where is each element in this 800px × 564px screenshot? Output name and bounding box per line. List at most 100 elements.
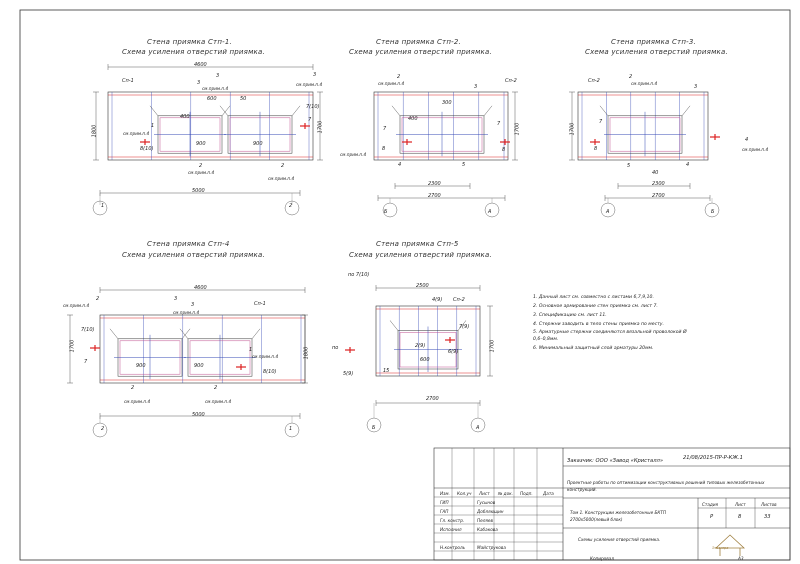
v4-pos2b: 2 bbox=[131, 385, 135, 391]
sheet-frame bbox=[19, 9, 791, 561]
diag-bar bbox=[391, 105, 401, 116]
tb-stage-h: Стадия bbox=[702, 502, 719, 507]
diag-bar bbox=[221, 105, 231, 116]
v3-dim40: 40 bbox=[652, 170, 659, 176]
tb-name-3: Кабакова bbox=[477, 527, 498, 532]
v2-seepr2: см.прим.п.4 bbox=[340, 152, 367, 157]
diag-bar bbox=[149, 105, 159, 116]
v4-axis1: 1 bbox=[289, 426, 293, 432]
v5-axisA: А bbox=[476, 425, 480, 431]
v2-seepr: см.прим.п.4 bbox=[378, 81, 405, 86]
v2-dim2700: 2700 bbox=[428, 193, 441, 199]
tb-col-podp: Подп. bbox=[520, 491, 533, 496]
v1-seepr5: см.прим.п.4 bbox=[268, 176, 295, 181]
diag-bar bbox=[457, 320, 467, 331]
tb-col-izm: Изм. bbox=[440, 491, 450, 496]
v2-axisA: А bbox=[488, 209, 492, 215]
v1-pos2: 2 bbox=[199, 163, 203, 169]
v5-sp2: Сп-2 bbox=[453, 297, 465, 303]
v4-pos7: 7 bbox=[84, 359, 88, 365]
v3-axisA: А bbox=[606, 209, 610, 215]
v4-seepr3: см.прим.п.4 bbox=[252, 354, 279, 359]
tb-sheet-h: Лист bbox=[735, 502, 746, 507]
v4-pos2: 2 bbox=[96, 296, 100, 302]
v3-dim2300: 2300 bbox=[652, 181, 665, 187]
v5-dim2500: 2500 bbox=[416, 283, 429, 289]
v5-pos5-9: 5(9) bbox=[343, 371, 354, 377]
view2-title: Стена приямка Стп-2. bbox=[376, 38, 461, 46]
v3-sp2: Сп-2 bbox=[588, 78, 600, 84]
v1-sp1: Сп-1 bbox=[122, 78, 134, 84]
v2-dim2300: 2300 bbox=[428, 181, 441, 187]
tb-sheet: 8 bbox=[738, 514, 742, 520]
v1-dim400: 400 bbox=[180, 114, 190, 120]
v2-pos3: 3 bbox=[474, 84, 478, 90]
tb-name-2: Пеляев bbox=[477, 518, 493, 523]
diag-bar bbox=[291, 105, 301, 116]
v3-pos2: 2 bbox=[629, 74, 633, 80]
v2-pos7b: 7 bbox=[497, 121, 501, 127]
v4-pos3b: 3 bbox=[191, 302, 195, 308]
v1-pos2b: 2 bbox=[281, 163, 285, 169]
v1-pos3b: 3 bbox=[216, 73, 220, 79]
note-3: 3. Спецификацию см. лист 11. bbox=[533, 313, 607, 318]
tb-copied: Копировал bbox=[590, 556, 614, 561]
v1-dim600: 600 bbox=[207, 96, 217, 102]
tb-sheetname: Схемы усиления отверстий приямка. bbox=[578, 537, 661, 542]
v3-pos4: 4 bbox=[745, 137, 749, 143]
tb-col-kol: Кол.уч bbox=[457, 491, 472, 496]
v1-seepr4: см.прим.п.4 bbox=[188, 170, 215, 175]
tb-format: А3 bbox=[738, 556, 744, 561]
view1-title: Стена приямка Стп-1. bbox=[147, 38, 232, 46]
tb-role-0: ГИП bbox=[440, 500, 449, 505]
v1-seepr: см.прим.п.4 bbox=[202, 86, 229, 91]
v2-dim1700: 1700 bbox=[514, 122, 521, 136]
v1-axis1: 1 bbox=[101, 203, 105, 209]
v1-dim-5000: 5000 bbox=[192, 188, 205, 194]
v2-pos4: 4 bbox=[398, 162, 402, 168]
view5-subtitle: Схема усиления отверстий приямка. bbox=[349, 251, 492, 259]
tb-name-0: Гусынов bbox=[477, 500, 496, 505]
v1-dim-4600: 4600 bbox=[194, 62, 207, 68]
view4-title: Стена приямка Стп-4 bbox=[147, 240, 230, 248]
note-6: 6. Минимальный защитный слой арматуры 20… bbox=[533, 346, 654, 351]
diag-bar bbox=[109, 328, 119, 339]
v2-pos7: 7 bbox=[383, 126, 387, 132]
v5-pos15: 15 bbox=[383, 368, 390, 374]
v1-seepr3: см.прим.п.4 bbox=[123, 131, 150, 136]
v1-dim900: 900 bbox=[196, 141, 206, 147]
v3-pos4b: 4 bbox=[686, 162, 690, 168]
v4-seepr: см.прим.п.4 bbox=[63, 303, 90, 308]
v3-seepr2: см.прим.п.4 bbox=[742, 147, 769, 152]
v4-dim900b: 900 bbox=[194, 363, 204, 369]
v4-dim4600: 4600 bbox=[194, 285, 207, 291]
v4-sp1: Сп-1 bbox=[254, 301, 266, 307]
v4-pos1: 1 bbox=[249, 347, 253, 353]
tb-project: Проектные работы по оптимизации конструк… bbox=[567, 480, 765, 492]
tb-code: 21/08/2015-ПР-Р-КЖ.1 bbox=[683, 455, 743, 461]
note-5b: 0,6–0,8мм. bbox=[533, 337, 559, 342]
tb-role-5: Н.контроль bbox=[440, 545, 466, 550]
v3-pos8: 8 bbox=[594, 146, 598, 152]
v3-dim1700: 1700 bbox=[569, 122, 576, 136]
v2-pos8b: 8 bbox=[502, 147, 506, 153]
tb-stage: Р bbox=[710, 514, 714, 520]
v3-pos7: 7 bbox=[599, 119, 603, 125]
v1-pos3c: 3 bbox=[313, 72, 317, 78]
v4-seepr5: см.прим.п.4 bbox=[205, 399, 232, 404]
v5-po7-10: по 7(10) bbox=[348, 272, 370, 278]
v1-seepr2: см.прим.п.4 bbox=[296, 82, 323, 87]
diag-bar bbox=[681, 105, 691, 116]
diag-bar bbox=[483, 105, 493, 116]
v4-pos3: 3 bbox=[174, 296, 178, 302]
v5-dim2700: 2700 bbox=[426, 396, 439, 402]
v2-sp2: Сп-2 bbox=[505, 78, 517, 84]
v3-dim2700: 2700 bbox=[652, 193, 665, 199]
v5-pos2-9: 2(9) bbox=[415, 343, 426, 349]
v5-pos4-9: 4(9) bbox=[432, 297, 443, 303]
tb-col-list: Лист bbox=[479, 491, 490, 496]
logo-icon bbox=[714, 534, 746, 556]
diag-bar bbox=[181, 328, 191, 339]
